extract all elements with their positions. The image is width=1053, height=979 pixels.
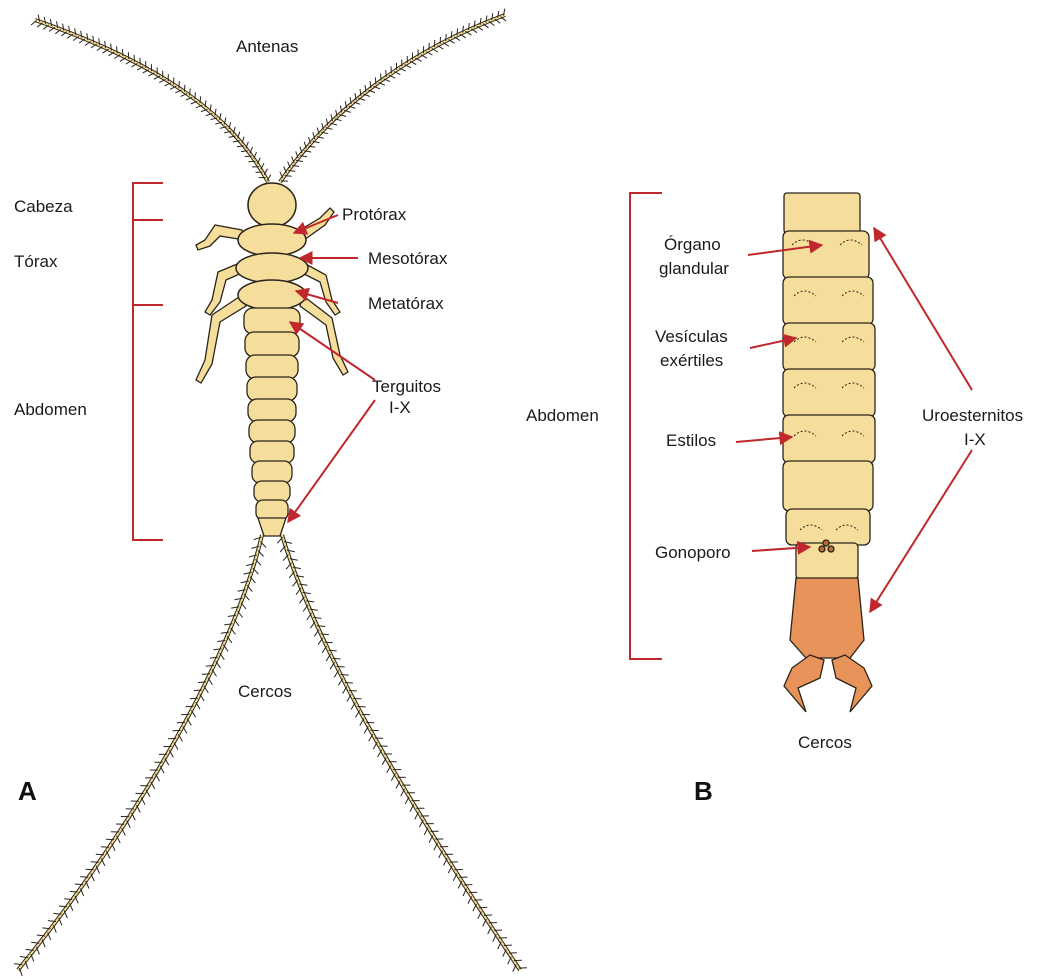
label-thorax: Tórax	[14, 252, 58, 271]
antenna-bristles	[31, 9, 506, 182]
panel-a-bracket	[133, 183, 163, 540]
cercus-bristles	[14, 537, 527, 976]
label-cerci-a: Cercos	[238, 682, 292, 701]
label-cerci-b: Cercos	[798, 733, 852, 752]
sternite-3	[783, 323, 875, 371]
cercus-left-b	[784, 655, 824, 712]
sternite-2	[783, 277, 873, 325]
prothorax	[238, 224, 306, 256]
metathorax	[238, 280, 306, 310]
sternite-7	[786, 509, 870, 545]
left-antenna	[35, 20, 268, 182]
panel-letter-b: B	[694, 776, 713, 806]
label-sternites-2: I-X	[964, 430, 986, 449]
label-metathorax: Metatórax	[368, 294, 444, 313]
label-prothorax: Protórax	[342, 205, 407, 224]
label-head: Cabeza	[14, 197, 73, 216]
label-gland-1: Órgano	[664, 235, 721, 254]
sternite-10	[790, 578, 864, 658]
label-tergites-1: Terguitos	[372, 377, 441, 396]
label-vesicles-1: Vesículas	[655, 327, 728, 346]
left-cercus	[18, 535, 262, 970]
panel-letter-a: A	[18, 776, 37, 806]
label-styles: Estilos	[666, 431, 716, 450]
sternite-1	[783, 231, 869, 279]
sternite-8	[796, 543, 858, 579]
right-cercus	[282, 535, 520, 970]
panel-a-drawing	[14, 9, 527, 976]
label-abdomen-a: Abdomen	[14, 400, 87, 419]
sternite-6	[783, 461, 873, 511]
label-vesicles-2: exértiles	[660, 351, 723, 370]
cercus-right-b	[832, 655, 872, 712]
sternite-4	[783, 369, 875, 417]
mesothorax	[236, 253, 308, 283]
right-antenna	[280, 15, 505, 182]
sternite-5	[783, 415, 875, 463]
abdomen-segments	[244, 308, 300, 536]
label-gonopore: Gonoporo	[655, 543, 731, 562]
panel-b-bracket	[630, 193, 662, 659]
label-gland-2: glandular	[659, 259, 729, 278]
label-sternites-1: Uroesternitos	[922, 406, 1023, 425]
label-abdomen-b: Abdomen	[526, 406, 599, 425]
label-antennae: Antenas	[236, 37, 298, 56]
head	[248, 183, 296, 227]
panel-b-drawing	[783, 193, 875, 712]
label-mesothorax: Mesotórax	[368, 249, 448, 268]
label-tergites-2: I-X	[389, 398, 411, 417]
